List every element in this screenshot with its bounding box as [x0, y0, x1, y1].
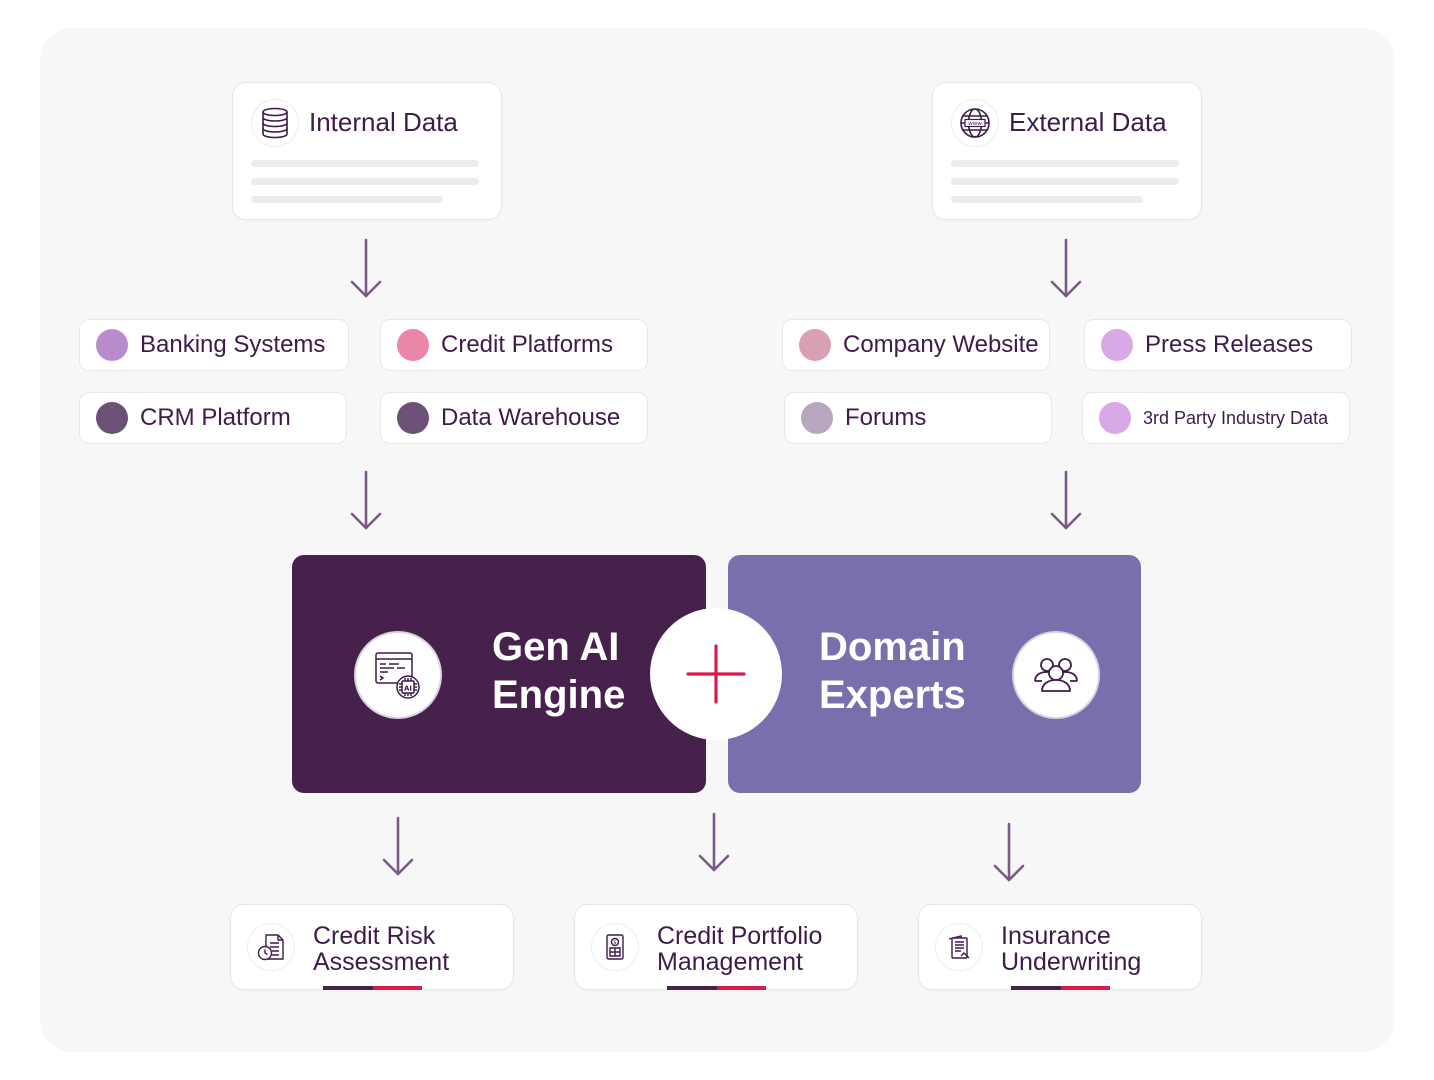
chip-label: Data Warehouse: [441, 404, 621, 431]
output-card-credit-risk-assessment: Credit Risk Assessment: [230, 904, 514, 990]
output-title: Credit Portfolio Management: [657, 923, 822, 975]
status-dot: [1099, 402, 1131, 434]
output-title: Credit Risk Assessment: [313, 923, 449, 975]
source-chip-forums: Forums: [784, 392, 1052, 444]
gen-ai-engine-block: AI Gen AI Engine: [292, 555, 706, 793]
arrow-down-icon: [1050, 470, 1082, 530]
external-data-card: www External Data: [932, 82, 1202, 220]
status-dot: [96, 329, 128, 361]
arrow-down-icon: [698, 812, 730, 872]
source-chip-3rd-party-industry-data: 3rd Party Industry Data: [1082, 392, 1350, 444]
svg-text:www: www: [968, 121, 982, 127]
source-chip-banking-systems: Banking Systems: [79, 319, 349, 371]
database-icon: [251, 99, 299, 147]
globe-www-icon: www: [951, 99, 999, 147]
people-group-icon: [1012, 631, 1100, 719]
output-title-line1: Insurance: [1001, 922, 1111, 950]
chip-label: Banking Systems: [140, 331, 326, 358]
domain-experts-title-line1: Domain: [819, 625, 966, 669]
internal-data-card: Internal Data: [232, 82, 502, 220]
arrow-down-icon: [1050, 238, 1082, 298]
placeholder-line: [251, 196, 443, 203]
output-title-line1: Credit Risk: [313, 922, 436, 950]
arrow-down-icon: [350, 470, 382, 530]
source-chip-press-releases: Press Releases: [1084, 319, 1352, 371]
external-data-title: External Data: [1009, 107, 1167, 137]
output-title: Insurance Underwriting: [1001, 923, 1141, 975]
svg-text:$: $: [613, 940, 616, 946]
placeholder-line: [951, 160, 1179, 167]
gen-ai-title-line1: Gen AI: [492, 625, 620, 669]
chip-label: 3rd Party Industry Data: [1143, 407, 1329, 428]
domain-experts-title-line2: Experts: [819, 673, 966, 717]
output-card-credit-portfolio-management: $ Credit Portfolio Management: [574, 904, 858, 990]
source-chip-company-website: Company Website: [782, 319, 1050, 371]
chip-label: Press Releases: [1145, 331, 1314, 358]
money-document-icon: $: [591, 923, 639, 971]
status-dot: [96, 402, 128, 434]
clock-document-icon: [247, 923, 295, 971]
arrow-down-icon: [993, 822, 1025, 882]
accent-bar: [667, 986, 766, 990]
status-dot: [799, 329, 831, 361]
arrow-down-icon: [350, 238, 382, 298]
internal-data-title: Internal Data: [309, 107, 458, 137]
source-chip-credit-platforms: Credit Platforms: [380, 319, 648, 371]
output-title-line2: Underwriting: [1001, 948, 1142, 976]
status-dot: [801, 402, 833, 434]
status-dot: [1101, 329, 1133, 361]
plus-icon: [686, 644, 746, 704]
gen-ai-title-line2: Engine: [492, 673, 626, 717]
accent-bar: [323, 986, 422, 990]
source-chip-data-warehouse: Data Warehouse: [380, 392, 648, 444]
domain-experts-block: Domain Experts: [728, 555, 1141, 793]
chip-label: Credit Platforms: [441, 331, 614, 358]
chip-label: Forums: [845, 404, 927, 431]
chip-label: CRM Platform: [140, 404, 291, 431]
output-title-line2: Management: [657, 948, 803, 976]
source-chip-crm-platform: CRM Platform: [79, 392, 347, 444]
output-card-insurance-underwriting: Insurance Underwriting: [918, 904, 1202, 990]
svg-text:AI: AI: [404, 685, 412, 693]
output-title-line2: Assessment: [313, 948, 450, 976]
placeholder-line: [251, 160, 479, 167]
ai-code-window-icon: AI: [354, 631, 442, 719]
plus-join-circle: [650, 608, 782, 740]
placeholder-line: [951, 196, 1143, 203]
status-dot: [397, 402, 429, 434]
placeholder-line: [951, 178, 1179, 185]
chip-label: Company Website: [843, 331, 1039, 358]
stacked-documents-icon: [935, 923, 983, 971]
output-title-line1: Credit Portfolio: [657, 922, 823, 950]
status-dot: [397, 329, 429, 361]
placeholder-line: [251, 178, 479, 185]
arrow-down-icon: [382, 816, 414, 876]
accent-bar: [1011, 986, 1110, 990]
